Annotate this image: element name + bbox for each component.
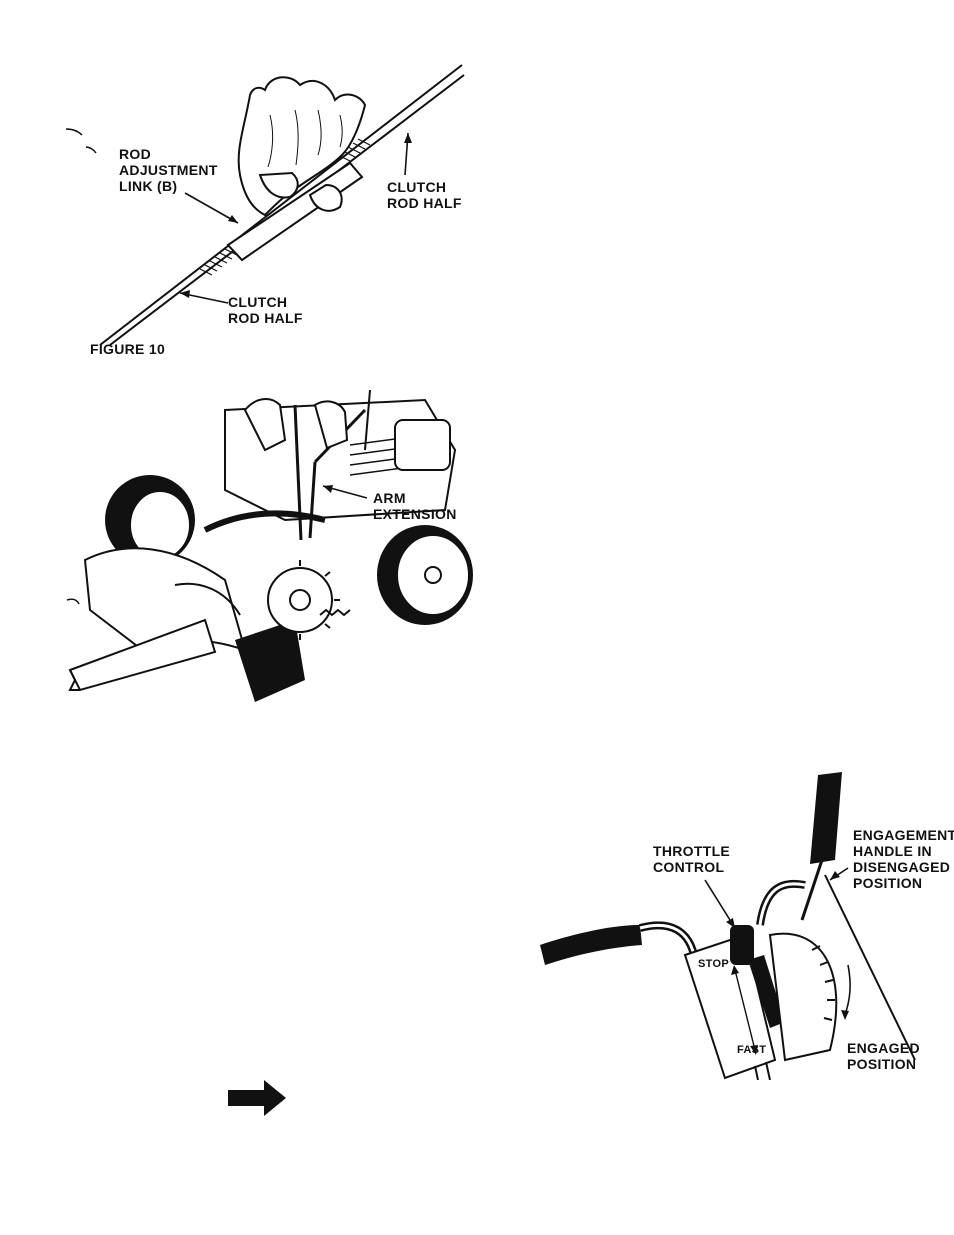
label-line: ADJUSTMENT (119, 162, 218, 178)
fast-label: FAST (737, 1044, 766, 1056)
label-line: ENGAGED (847, 1040, 920, 1056)
label-line: ROD HALF (387, 195, 462, 211)
figure-10-caption: FIGURE 10 (90, 341, 165, 357)
label-line: HANDLE IN (853, 843, 954, 859)
figure-12: THROTTLE CONTROL ENGAGEMENT HANDLE IN DI… (530, 760, 954, 1080)
figure-11: ARM EXTENSION (65, 390, 475, 702)
stop-label: STOP (698, 958, 729, 970)
label-line: EXTENSION (373, 506, 457, 522)
label-line: CLUTCH (387, 179, 462, 195)
label-line: THROTTLE (653, 843, 730, 859)
label-line: DISENGAGED (853, 859, 954, 875)
arm-extension-label: ARM EXTENSION (373, 490, 457, 522)
arrow-right-icon (228, 1078, 288, 1118)
clutch-rod-half-lower-label: CLUTCH ROD HALF (228, 294, 303, 326)
label-line: CONTROL (653, 859, 730, 875)
label-line: ENGAGEMENT (853, 827, 954, 843)
label-line: LINK (B) (119, 178, 218, 194)
label-line: ROD (119, 146, 218, 162)
label-line: ROD HALF (228, 310, 303, 326)
engaged-position-label: ENGAGED POSITION (847, 1040, 920, 1072)
edger-arm-illustration (65, 390, 475, 702)
label-line: POSITION (853, 875, 954, 891)
figure-10: ROD ADJUSTMENT LINK (B) CLUTCH ROD HALF … (60, 55, 470, 365)
next-page-arrow[interactable] (228, 1078, 288, 1118)
clutch-rod-half-upper-label: CLUTCH ROD HALF (387, 179, 462, 211)
rod-adjustment-link-label: ROD ADJUSTMENT LINK (B) (119, 146, 218, 194)
label-line: CLUTCH (228, 294, 303, 310)
label-line: POSITION (847, 1056, 920, 1072)
throttle-control-label: THROTTLE CONTROL (653, 843, 730, 875)
handle-controls-illustration (530, 760, 954, 1080)
engagement-handle-label: ENGAGEMENT HANDLE IN DISENGAGED POSITION (853, 827, 954, 891)
label-line: ARM (373, 490, 457, 506)
